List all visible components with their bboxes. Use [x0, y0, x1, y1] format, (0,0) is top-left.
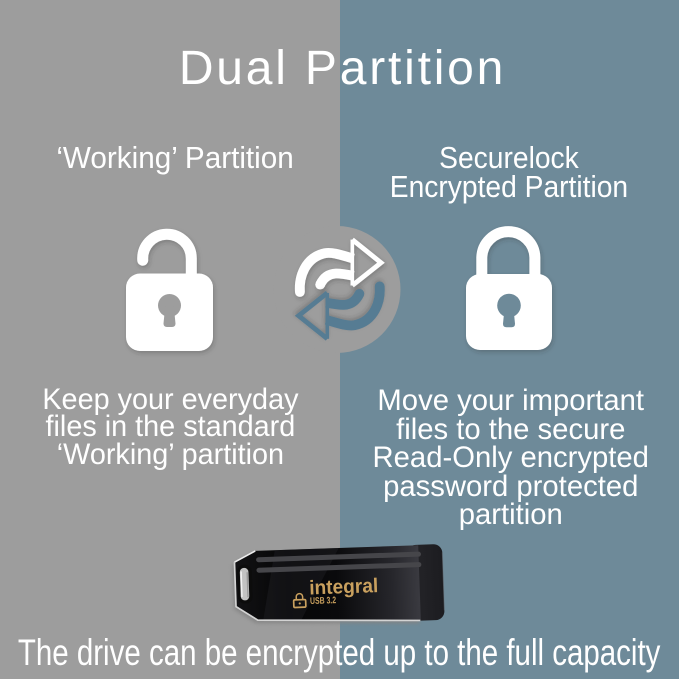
svg-text:USB 3.2: USB 3.2 [310, 595, 336, 607]
svg-text:integral: integral [309, 575, 379, 599]
